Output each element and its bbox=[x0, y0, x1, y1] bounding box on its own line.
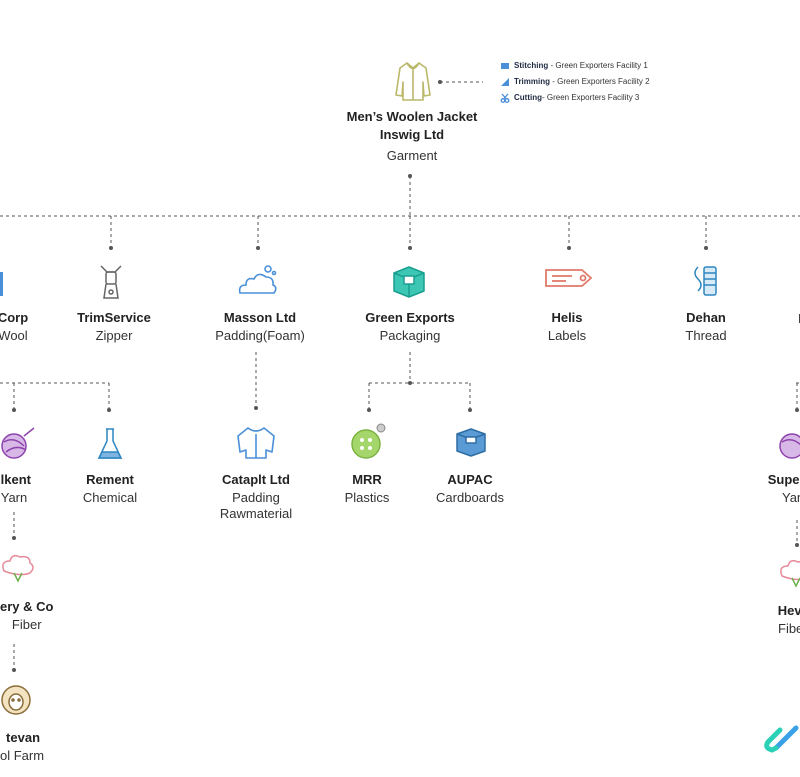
zipper-icon bbox=[100, 265, 122, 299]
root-type: Garment bbox=[386, 148, 438, 163]
node-farm: tevan ol Farm bbox=[0, 730, 45, 763]
node-ery-co: ery & Co Fiber bbox=[0, 599, 54, 632]
node-corp: Corp Wool bbox=[0, 310, 29, 343]
scissors-icon bbox=[500, 93, 510, 103]
flask-icon bbox=[97, 428, 123, 459]
trim-icon bbox=[501, 78, 509, 86]
facility-cutting: Cutting- Green Exporters Facility 3 bbox=[500, 93, 639, 103]
padding-icon bbox=[237, 427, 275, 459]
wool-icon bbox=[0, 272, 3, 296]
node-catapit: Cataplt Ltd Padding Rawmaterial bbox=[219, 472, 293, 521]
thread-icon bbox=[694, 266, 717, 296]
sewing-machine-icon bbox=[501, 63, 509, 69]
foam-icon bbox=[238, 265, 277, 294]
node-right-partial: F bbox=[798, 309, 800, 327]
node-aupac: AUPAC Cardboards bbox=[436, 472, 504, 505]
node-trimservice: TrimService Zipper bbox=[77, 310, 151, 343]
node-green-exports: Green Exports Packaging bbox=[365, 310, 455, 343]
box-icon bbox=[393, 266, 425, 298]
label-icon bbox=[545, 269, 593, 287]
facility-stitching: Stitching - Green Exporters Facility 1 bbox=[500, 61, 648, 71]
facility-trimming: Trimming - Green Exporters Facility 2 bbox=[500, 77, 650, 87]
node-llkent: llkent Yarn bbox=[0, 472, 31, 505]
node-supe: Supe Yar bbox=[767, 472, 800, 505]
yarn-icon bbox=[779, 433, 800, 459]
node-dehan: Dehan Thread bbox=[685, 310, 727, 343]
node-hev: Hev Fibe bbox=[777, 603, 800, 636]
root-node: Men’s Woolen Jacket Inswig Ltd Garment bbox=[347, 108, 478, 164]
root-name: Men’s Woolen Jacket bbox=[346, 109, 478, 124]
node-mrr: MRR Plastics bbox=[344, 472, 390, 505]
node-rement: Rement Chemical bbox=[82, 472, 138, 505]
node-masson: Masson Ltd Padding(Foam) bbox=[215, 310, 305, 343]
button-icon bbox=[351, 423, 386, 459]
root-company: Inswig Ltd bbox=[379, 127, 445, 142]
cotton-icon bbox=[780, 559, 800, 588]
yarn-icon bbox=[1, 427, 35, 459]
sheep-icon bbox=[1, 685, 31, 715]
jacket-icon bbox=[395, 62, 431, 101]
node-helis: Helis Labels bbox=[547, 310, 587, 343]
cardboard-icon bbox=[456, 428, 486, 457]
cotton-icon bbox=[2, 554, 34, 583]
logo-icon bbox=[764, 725, 799, 753]
